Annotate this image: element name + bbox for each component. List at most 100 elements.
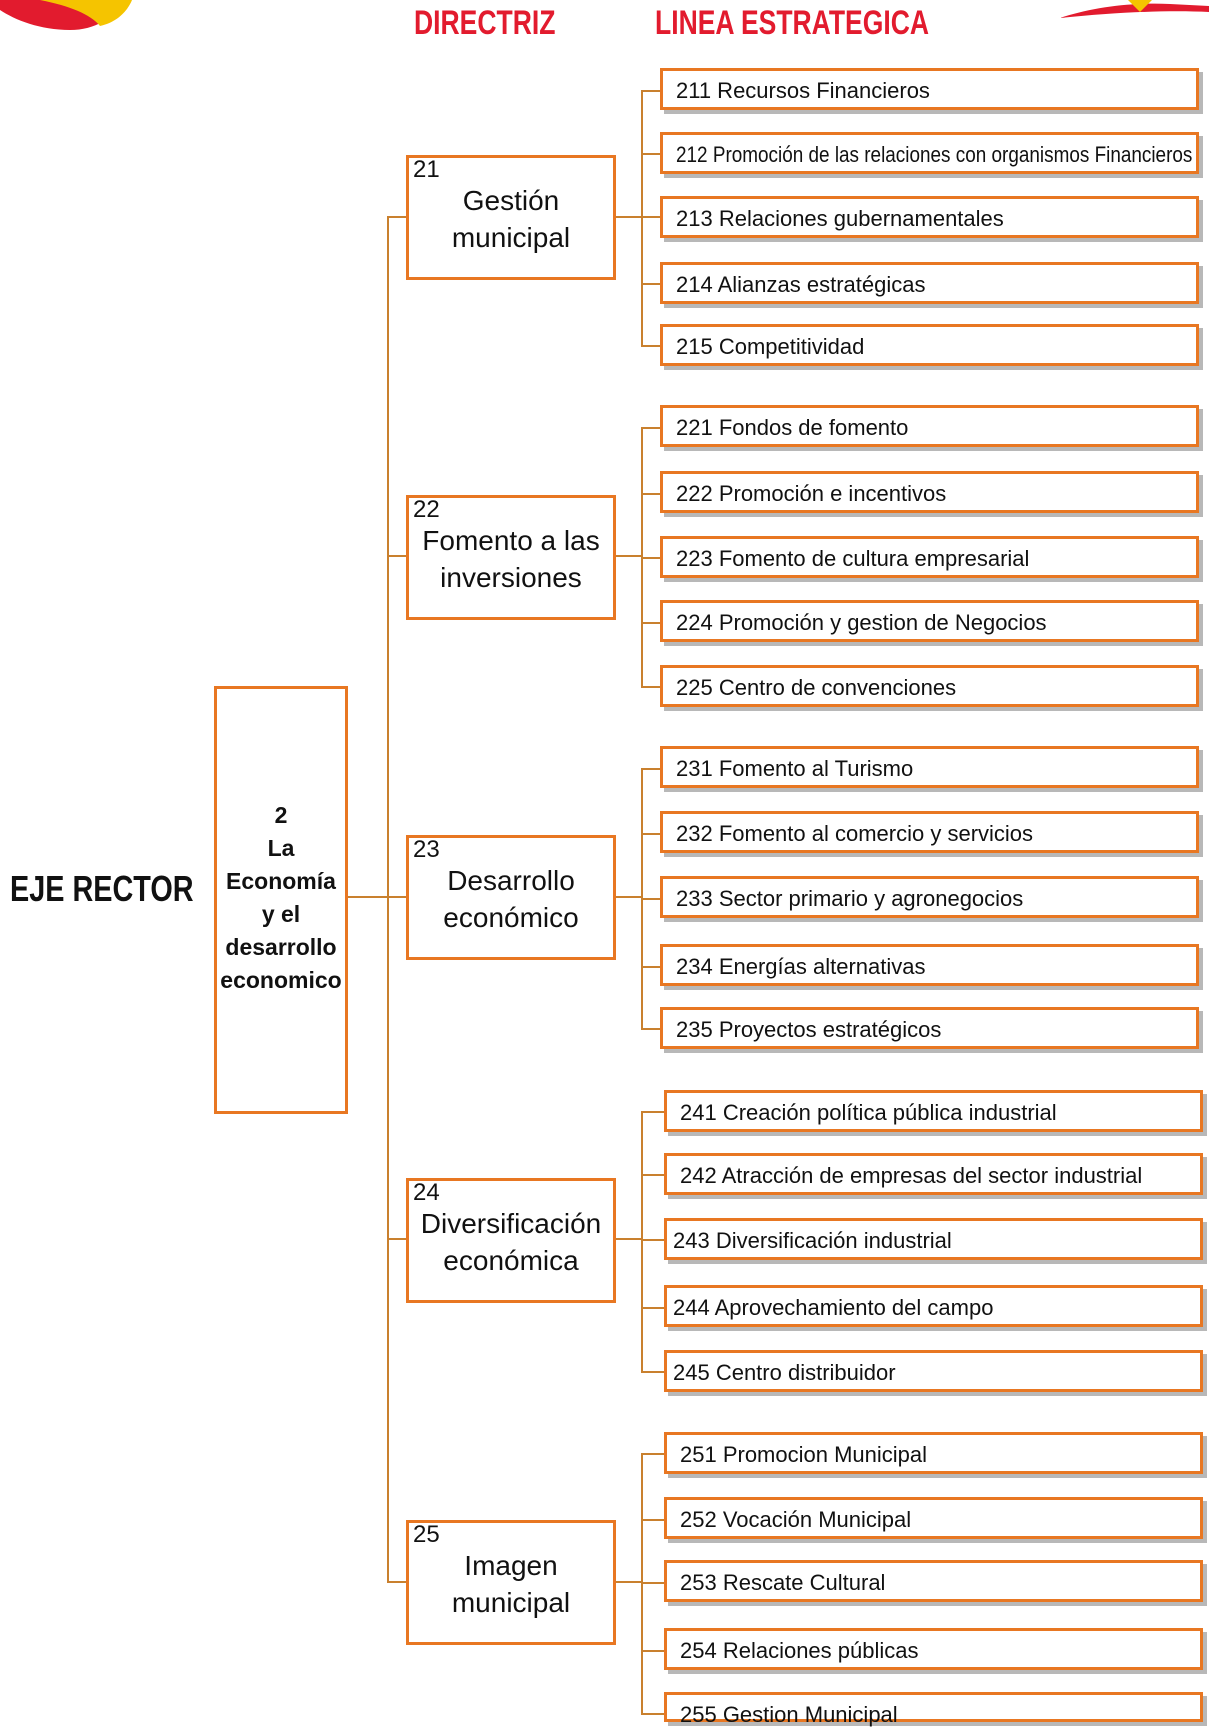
- line-tick: [641, 1239, 665, 1241]
- directriz-label: Imagen municipal: [409, 1547, 613, 1621]
- directriz-box-21: 21 Gestión municipal: [406, 155, 616, 280]
- line-tick: [641, 622, 661, 624]
- linea-text: 222 Promoción e incentivos: [676, 481, 947, 506]
- axis-line: economico: [220, 967, 342, 993]
- group-connector: [616, 555, 642, 557]
- line-tick: [641, 966, 661, 968]
- directriz-label-line: Diversificación: [420, 1208, 602, 1239]
- logo-left: [0, 0, 132, 30]
- line-tick: [641, 1713, 665, 1715]
- line-trunk: [641, 90, 643, 346]
- line-tick: [641, 1111, 665, 1113]
- line-tick: [641, 283, 661, 285]
- directriz-label-line: municipal: [451, 1587, 571, 1618]
- linea-box: 245 Centro distribuidor: [664, 1350, 1203, 1392]
- linea-box: 243 Diversificación industrial: [664, 1218, 1203, 1260]
- line-trunk: [641, 1111, 643, 1372]
- axis-text: 2 La Economía y el desarrollo economico: [217, 799, 345, 997]
- directriz-box-24: 24 Diversificación económica: [406, 1178, 616, 1303]
- directriz-branch: [387, 1581, 406, 1583]
- linea-text: 223 Fomento de cultura empresarial: [676, 546, 1030, 571]
- group-connector: [616, 1238, 642, 1240]
- line-tick: [641, 1519, 665, 1521]
- line-tick: [641, 833, 661, 835]
- axis-line: Economía: [226, 868, 336, 894]
- directriz-header: DIRECTRIZ: [414, 4, 556, 42]
- group-connector: [616, 896, 642, 898]
- group-connector: [616, 216, 642, 218]
- line-tick: [641, 216, 661, 218]
- line-tick: [641, 345, 661, 347]
- directriz-branch: [387, 555, 406, 557]
- linea-box: 242 Atracción de empresas del sector ind…: [664, 1153, 1203, 1195]
- directriz-number: 23: [413, 836, 440, 863]
- directriz-label-line: Imagen: [464, 1550, 558, 1581]
- linea-box: 253 Rescate Cultural: [664, 1560, 1203, 1602]
- linea-text: 232 Fomento al comercio y servicios: [676, 821, 1034, 846]
- linea-box: 232 Fomento al comercio y servicios: [660, 811, 1199, 853]
- linea-text: 243 Diversificación industrial: [673, 1228, 952, 1253]
- line-tick: [641, 427, 661, 429]
- line-tick: [641, 1582, 665, 1584]
- line-tick: [641, 557, 661, 559]
- line-tick: [641, 1453, 665, 1455]
- linea-text: 215 Competitividad: [676, 334, 865, 359]
- linea-text: 224 Promoción y gestion de Negocios: [676, 610, 1047, 635]
- directriz-label: Gestión municipal: [409, 182, 613, 256]
- linea-box: 223 Fomento de cultura empresarial: [660, 536, 1199, 578]
- linea-box: 251 Promocion Municipal: [664, 1432, 1203, 1474]
- line-tick: [641, 153, 661, 155]
- linea-box: 225 Centro de convenciones: [660, 665, 1199, 707]
- linea-text: 233 Sector primario y agronegocios: [676, 886, 1024, 911]
- linea-text: 244 Aprovechamiento del campo: [673, 1295, 994, 1320]
- linea-box: 212 Promoción de las relaciones con orga…: [660, 132, 1199, 174]
- linea-box: 213 Relaciones gubernamentales: [660, 196, 1199, 238]
- directriz-label: Fomento a las inversiones: [409, 522, 613, 596]
- directriz-box-23: 23 Desarrollo económico: [406, 835, 616, 960]
- linea-text: 212 Promoción de las relaciones con orga…: [676, 142, 1193, 167]
- linea-text: 234 Energías alternativas: [676, 954, 926, 979]
- line-tick: [641, 1174, 665, 1176]
- directriz-branch: [387, 1238, 406, 1240]
- linea-text: 245 Centro distribuidor: [673, 1360, 896, 1385]
- directriz-box-22: 22 Fomento a las inversiones: [406, 495, 616, 620]
- linea-text: 241 Creación política pública industrial: [680, 1100, 1057, 1125]
- linea-text: 213 Relaciones gubernamentales: [676, 206, 1004, 231]
- directriz-label-line: Gestión: [462, 185, 560, 216]
- axis-connector: [348, 896, 388, 898]
- directriz-label: Diversificación económica: [409, 1205, 613, 1279]
- linea-estrategica-header: LINEA ESTRATEGICA: [655, 4, 930, 42]
- linea-text: 221 Fondos de fomento: [676, 415, 909, 440]
- line-tick: [641, 1307, 665, 1309]
- linea-box: 254 Relaciones públicas: [664, 1628, 1203, 1670]
- linea-text: 252 Vocación Municipal: [680, 1507, 912, 1532]
- linea-text: 253 Rescate Cultural: [680, 1570, 886, 1595]
- logo-right: [1060, 0, 1209, 18]
- group-connector: [616, 1581, 642, 1583]
- directriz-number: 22: [413, 496, 440, 523]
- linea-box: 235 Proyectos estratégicos: [660, 1007, 1199, 1049]
- directriz-branch: [387, 216, 406, 218]
- linea-box: 231 Fomento al Turismo: [660, 746, 1199, 788]
- directriz-label-line: Fomento a las: [422, 525, 600, 556]
- linea-box: 233 Sector primario y agronegocios: [660, 876, 1199, 918]
- line-tick: [641, 768, 661, 770]
- directriz-label-line: Desarrollo: [447, 865, 575, 896]
- linea-text: 235 Proyectos estratégicos: [676, 1017, 942, 1042]
- directriz-trunk: [387, 216, 389, 1582]
- directriz-branch: [387, 896, 406, 898]
- directriz-label-line: económico: [443, 902, 579, 933]
- linea-text: 225 Centro de convenciones: [676, 675, 957, 700]
- axis-number: 2: [274, 802, 288, 828]
- directriz-number: 25: [413, 1521, 440, 1548]
- line-tick: [641, 686, 661, 688]
- linea-box: 224 Promoción y gestion de Negocios: [660, 600, 1199, 642]
- line-tick: [641, 493, 661, 495]
- directriz-number: 24: [413, 1179, 440, 1206]
- linea-box: 255 Gestion Municipal: [664, 1692, 1203, 1727]
- axis-line: y el: [261, 901, 301, 927]
- linea-text: 254 Relaciones públicas: [680, 1638, 919, 1663]
- linea-text: 251 Promocion Municipal: [680, 1442, 928, 1467]
- linea-text: 211 Recursos Financieros: [676, 78, 930, 103]
- axis-box: 2 La Economía y el desarrollo economico: [214, 686, 348, 1114]
